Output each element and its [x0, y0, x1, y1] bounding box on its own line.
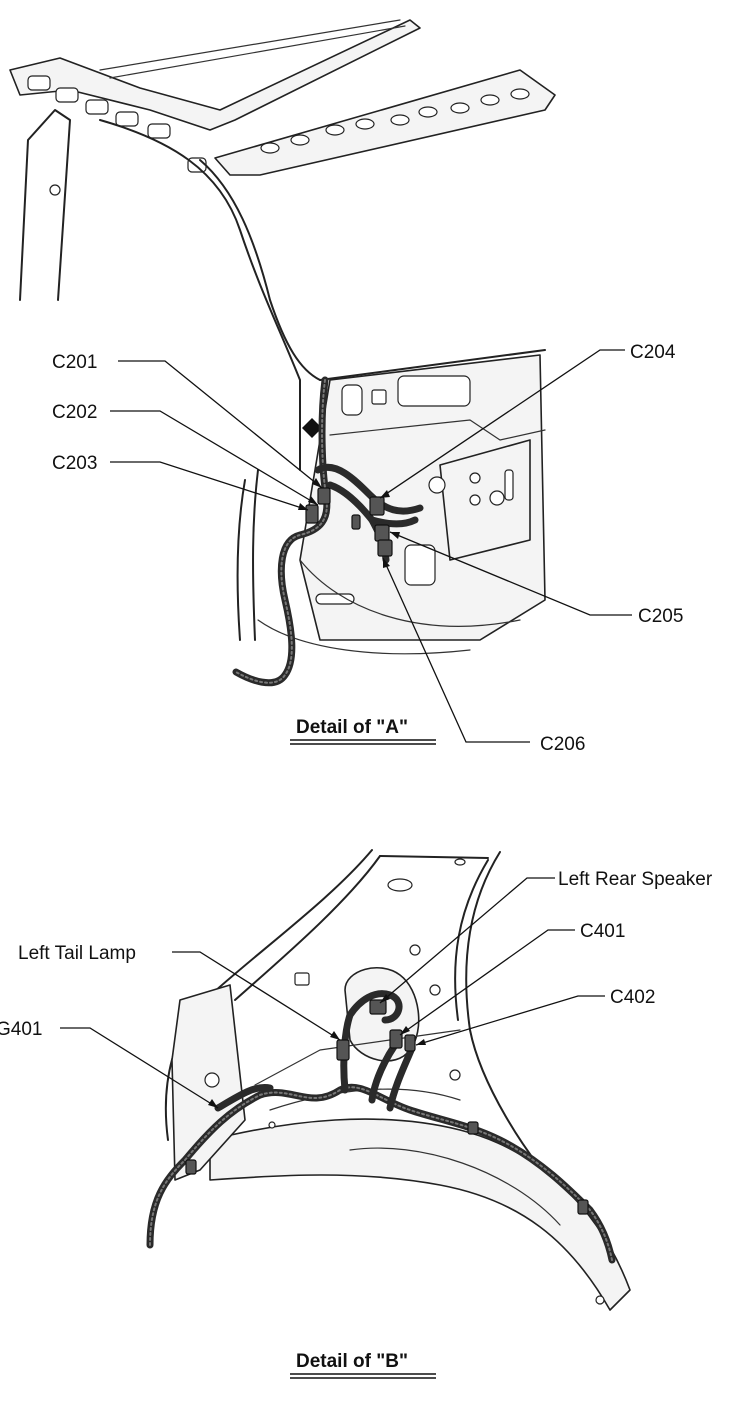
leader-c204 [379, 349, 625, 499]
detail-a-leaders [110, 349, 632, 743]
caption-detail-a: Detail of "A" [296, 717, 408, 738]
leader-left-tail-lamp [172, 951, 341, 1041]
label-c204: C204 [630, 342, 676, 363]
label-left-rear-speaker: Left Rear Speaker [558, 869, 713, 890]
detail-a-illustration [9, 19, 556, 687]
leader-c205 [389, 531, 632, 616]
leader-c206 [382, 557, 530, 743]
label-c206: C206 [540, 734, 585, 755]
label-c401: C401 [580, 921, 625, 942]
leader-c203 [110, 461, 309, 511]
label-c402: C402 [610, 987, 655, 1008]
leader-c202 [110, 410, 319, 506]
label-c203: C203 [52, 453, 97, 474]
label-g401: G401 [0, 1019, 42, 1040]
leader-left-rear-speaker [379, 877, 555, 1004]
detail-b-illustration [146, 849, 631, 1311]
leader-c401 [399, 929, 575, 1036]
label-c205: C205 [638, 606, 683, 627]
label-c202: C202 [52, 402, 97, 423]
detail-b-leaders [60, 877, 605, 1109]
label-left-tail-lamp: Left Tail Lamp [18, 943, 136, 964]
caption-detail-b: Detail of "B" [296, 1351, 408, 1372]
label-c201: C201 [52, 352, 97, 373]
leader-c201 [118, 360, 323, 489]
leader-g401 [60, 1027, 219, 1109]
leader-c402 [415, 995, 605, 1046]
